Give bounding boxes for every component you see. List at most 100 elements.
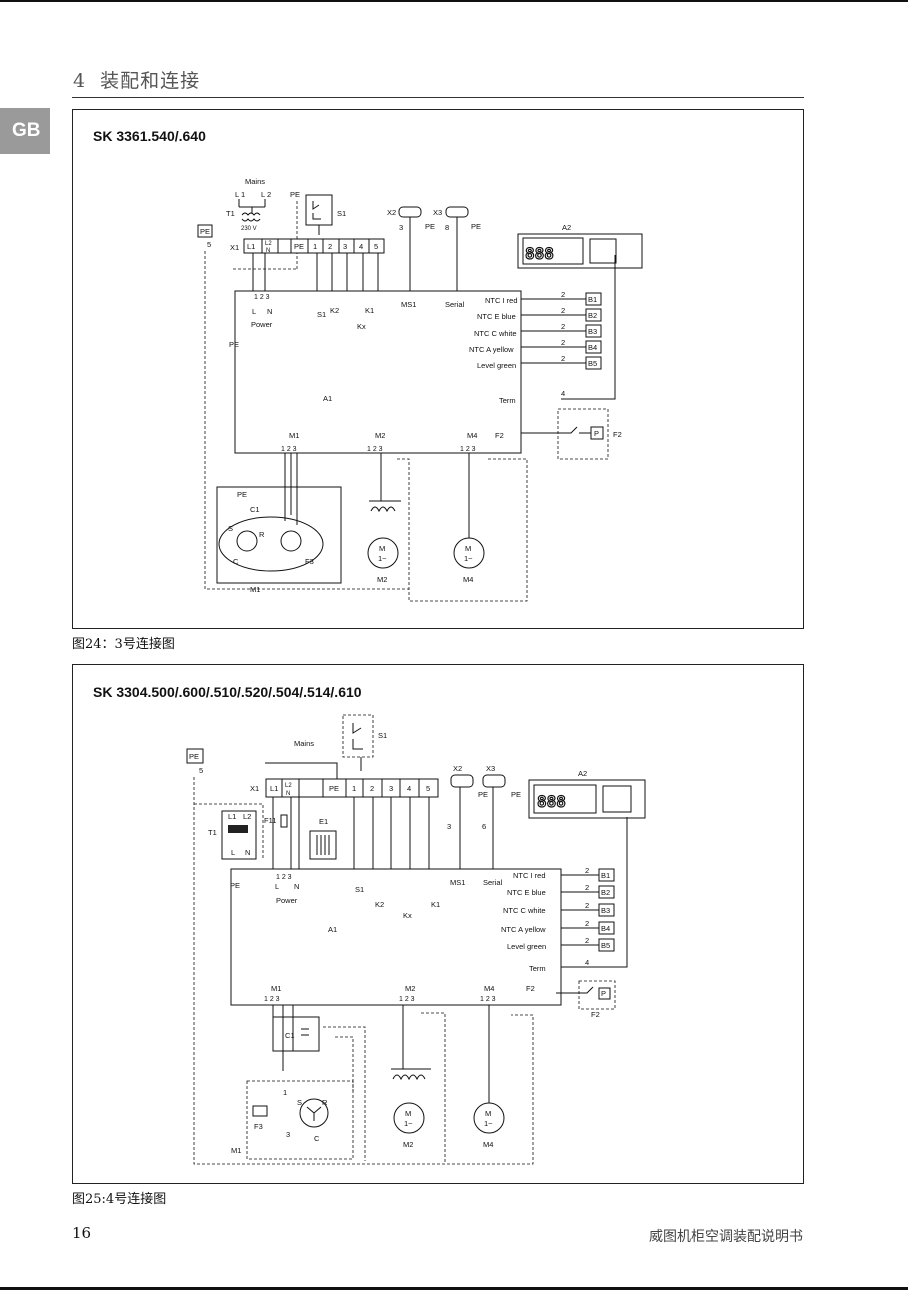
- label-x3: X3: [486, 764, 495, 773]
- fan-m4: [473, 1102, 505, 1134]
- label-s: S: [228, 524, 233, 533]
- label-b3: B3: [601, 906, 610, 915]
- label-one-ac: 1~: [464, 554, 473, 563]
- label-pe: PE: [229, 340, 239, 349]
- label-b4: B4: [601, 924, 610, 933]
- label-pe-box: PE: [189, 752, 199, 761]
- controller-a1-outline: [230, 868, 562, 1006]
- fan-m4: [453, 537, 485, 569]
- label-k2: K2: [375, 900, 384, 909]
- label-b4: B4: [588, 343, 597, 352]
- label-three: 3: [447, 822, 451, 831]
- label-three: 3: [286, 1130, 290, 1139]
- display-readout: 888: [525, 244, 554, 263]
- diagram-element: [585, 324, 602, 338]
- label-x1: X1: [250, 784, 259, 793]
- label-t-5: 5: [426, 784, 430, 793]
- wiring-diagram-25: S1 Mains PE 5 X1 L1 L2 N PE 1 2 3 4 5 T1…: [186, 714, 646, 1165]
- label-pe: PE: [511, 790, 521, 799]
- label-one-ac: 1~: [484, 1119, 493, 1128]
- figure-25-frame: SK 3304.500/.600/.510/.520/.504/.514/.61…: [72, 664, 804, 1184]
- chapter-number: 4: [73, 70, 87, 92]
- terminal-strip-x1: [243, 238, 385, 254]
- diagram-element: [598, 921, 615, 935]
- label-power: Power: [276, 896, 298, 905]
- label-m: M: [465, 544, 471, 553]
- figure-24-frame: SK 3361.540/.640 Mains L 1 L 2 PE T1 230…: [72, 109, 804, 629]
- label-b2: B2: [601, 888, 610, 897]
- label-m2: M2: [405, 984, 415, 993]
- label-c1: C1: [285, 1031, 295, 1040]
- terminal-strip-x1: [265, 778, 439, 798]
- switch-s1-contact: [352, 723, 363, 771]
- label-t-pe: PE: [294, 242, 304, 251]
- label-b2: B2: [588, 311, 597, 320]
- label-s1: S1: [355, 885, 364, 894]
- capacitor-c1-box: [272, 1016, 320, 1052]
- label-pins: 1 2 3: [276, 874, 292, 881]
- label-t-n: N: [286, 791, 290, 797]
- label-p: P: [601, 989, 606, 998]
- label-a2: A2: [578, 769, 587, 778]
- page-number: 16: [72, 1224, 92, 1242]
- m2-m4-dashed: [397, 458, 528, 602]
- label-two: 2: [561, 338, 565, 347]
- label-term: Term: [529, 964, 546, 973]
- label-f3: F3: [254, 1122, 263, 1131]
- compressor-m1-box: [246, 1080, 354, 1160]
- top-rule: [0, 0, 908, 2]
- label-f2: F2: [613, 430, 622, 439]
- m1-wires: [284, 453, 298, 525]
- display-indicator: [602, 785, 632, 813]
- pressure-switch-f2: [557, 408, 609, 460]
- label-level: Level green: [477, 361, 516, 370]
- label-ntc-i: NTC I red: [485, 296, 518, 305]
- transformer-coils: [241, 212, 261, 222]
- label-s1: S1: [378, 731, 387, 740]
- compressor-m1-box: [216, 486, 342, 584]
- label-one-ac: 1~: [378, 554, 387, 563]
- label-t-l1: L1: [270, 784, 278, 793]
- label-ntc-a: NTC A yellow: [469, 345, 514, 354]
- compressor-star: [306, 1106, 322, 1121]
- connector-x2: [398, 206, 422, 218]
- label-a1: A1: [323, 394, 332, 403]
- label-s: S: [297, 1098, 302, 1107]
- label-ms1: MS1: [401, 300, 416, 309]
- label-pins: 1 2 3: [264, 996, 280, 1003]
- label-l2: L 2: [261, 190, 271, 199]
- label-pins: 1 2 3: [460, 446, 476, 453]
- label-x1: X1: [230, 243, 239, 252]
- label-f2: F2: [526, 984, 535, 993]
- fan-m2: [367, 537, 399, 569]
- label-kx: Kx: [403, 911, 412, 920]
- label-c: C: [233, 557, 239, 566]
- label-m4: M4: [483, 1140, 493, 1149]
- pe-dashed-left: [204, 251, 409, 590]
- connector-x3: [445, 206, 469, 218]
- label-two: 2: [585, 866, 589, 875]
- label-six: 6: [482, 822, 486, 831]
- label-a2: A2: [562, 223, 571, 232]
- heater-e1-element: [316, 835, 330, 855]
- label-two: 2: [561, 322, 565, 331]
- label-m: M: [485, 1109, 491, 1118]
- label-t-3: 3: [389, 784, 393, 793]
- label-ntc-i: NTC I red: [513, 871, 546, 880]
- label-b5: B5: [601, 941, 610, 950]
- label-ntc-e: NTC E blue: [507, 888, 546, 897]
- label-x3: X3: [433, 208, 442, 217]
- capacitor-c1: [301, 1028, 309, 1036]
- label-two: 2: [585, 919, 589, 928]
- label-t-n: N: [266, 248, 270, 254]
- label-t-l2: L2: [285, 783, 292, 789]
- label-pins: 1 2 3: [367, 446, 383, 453]
- mains-feed: [265, 762, 338, 779]
- figure-25-caption: 图25:4号连接图: [72, 1192, 167, 1207]
- label-p: P: [594, 429, 599, 438]
- switch-s1-box: [342, 714, 374, 758]
- label-four: 4: [585, 958, 589, 967]
- label-t-4: 4: [359, 242, 363, 251]
- label-eight: 8: [445, 223, 449, 232]
